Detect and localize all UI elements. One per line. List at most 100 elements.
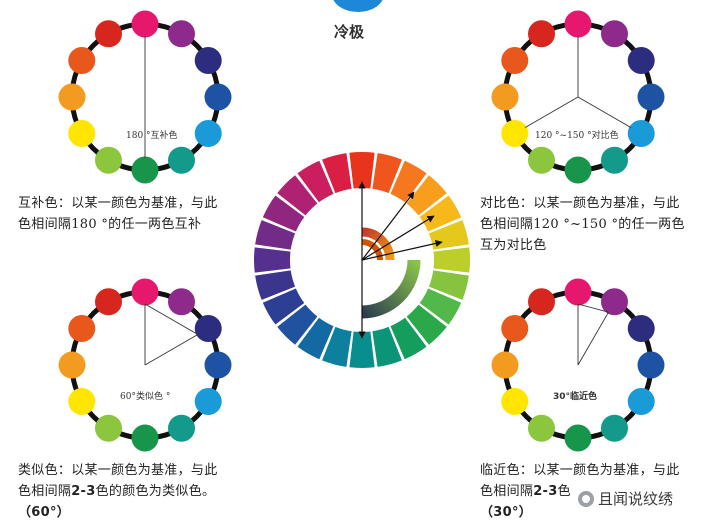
color-dot: [627, 388, 655, 415]
color-dot: [131, 156, 159, 184]
angle-line: [524, 96, 579, 128]
color-dot: [194, 120, 222, 147]
wechat-icon: [578, 490, 594, 507]
color-dot: [131, 424, 159, 452]
adjacent-wheel: [491, 278, 665, 452]
chord-line: [577, 303, 609, 313]
color-segment: [262, 288, 305, 325]
color-dot: [637, 83, 665, 111]
color-dot: [627, 120, 655, 147]
warm-arc: [361, 227, 395, 261]
caption-line: 色相间隔2-3色的颜色为类似色。: [18, 481, 218, 502]
caption-number: 2-3: [533, 484, 558, 499]
color-dot: [627, 47, 655, 74]
color-dot: [528, 146, 555, 174]
complementary-wheel: [58, 10, 232, 184]
adjacent-caption: 临近色：以某一颜色为基准，与此 色相间隔2-3色 （30°）: [480, 460, 680, 523]
angle-line: [144, 334, 199, 366]
header-tab: [333, 0, 383, 12]
caption-line: 色相间隔2-3色: [480, 481, 680, 502]
color-dot: [601, 288, 628, 316]
color-dot: [627, 315, 655, 342]
color-dot: [501, 315, 529, 342]
color-dot: [168, 146, 195, 174]
color-dot: [601, 414, 628, 442]
caption-line: 色相间隔120 °~150 °的任一两色: [480, 217, 685, 232]
color-dot: [68, 388, 96, 415]
color-dot: [95, 146, 122, 174]
color-dot: [68, 47, 96, 74]
color-dot: [528, 414, 555, 442]
color-dot: [601, 146, 628, 174]
color-segment: [390, 317, 427, 360]
color-dot: [564, 278, 592, 306]
color-dot: [564, 156, 592, 184]
color-segment: [419, 195, 462, 232]
color-segment: [406, 304, 447, 345]
arrow: [361, 239, 443, 261]
color-segment: [349, 331, 375, 368]
color-dot: [564, 10, 592, 38]
color-dot: [637, 351, 665, 379]
color-dot: [68, 120, 96, 147]
warm-arc-inner: [361, 239, 383, 261]
color-dot: [131, 278, 159, 306]
contrast-caption: 对比色：以某一颜色为基准，与此 色相间隔120 °~150 °的任一两色 互为对…: [480, 193, 685, 256]
color-dot: [95, 414, 122, 442]
center-color-wheel: [253, 151, 471, 368]
chord-line: [144, 303, 199, 335]
color-segment: [372, 153, 402, 194]
color-dot: [528, 288, 555, 316]
color-segment: [255, 270, 296, 300]
color-dot: [168, 20, 195, 48]
color-dot: [601, 20, 628, 48]
color-dot: [491, 351, 519, 379]
analogous-caption: 类似色：以某一颜色为基准，与此 色相间隔2-3色的颜色为类似色。 （60°）: [18, 460, 218, 523]
watermark: 且闻说纹绣: [578, 488, 673, 509]
color-segment: [428, 270, 469, 300]
caption-line: 对比色：以某一颜色为基准，与此: [480, 196, 680, 211]
contrast-wheel: [491, 10, 665, 184]
angle-line: [577, 311, 609, 366]
caption-text: 色相间隔: [18, 484, 72, 499]
color-dot: [95, 288, 122, 316]
color-dot: [491, 83, 519, 111]
color-dot: [131, 10, 159, 38]
color-dot: [95, 20, 122, 48]
color-segment: [255, 220, 296, 250]
cool-arc: [361, 259, 421, 319]
color-dot: [564, 424, 592, 452]
color-dot: [194, 388, 222, 415]
page-title: 冷极: [334, 23, 365, 41]
contrast-angle-label: 120 °~150 °对比色: [535, 131, 619, 141]
caption-line: 色相间隔180 °的任一两色互补: [18, 217, 202, 232]
color-segment: [262, 195, 305, 232]
color-dot: [194, 315, 222, 342]
color-dot: [501, 47, 529, 74]
analogous-angle-label: 60°类似色 °: [120, 392, 171, 402]
caption-text: 色: [557, 484, 571, 499]
color-segment: [322, 153, 352, 194]
complementary-caption: 互补色：以某一颜色为基准，与此 色相间隔180 °的任一两色互补: [18, 193, 218, 235]
caption-line: 互补色：以某一颜色为基准，与此: [18, 196, 218, 211]
color-dot: [528, 20, 555, 48]
caption-number: 2-3: [71, 484, 96, 499]
caption-line: （30°）: [480, 505, 533, 520]
analogous-wheel: [58, 278, 232, 452]
color-segment: [406, 175, 447, 216]
color-dot: [194, 47, 222, 74]
caption-text: 色相间隔: [480, 484, 534, 499]
color-segment: [433, 247, 471, 273]
color-dot: [204, 83, 232, 111]
color-segment: [297, 317, 334, 360]
color-segment: [277, 304, 318, 345]
caption-line: 互为对比色: [480, 238, 547, 253]
watermark-text: 且闻说纹绣: [598, 490, 674, 508]
color-segment: [277, 175, 318, 216]
color-segment: [390, 160, 427, 203]
color-segment: [372, 326, 402, 367]
color-segment: [349, 151, 375, 189]
caption-line: 类似色：以某一颜色为基准，与此: [18, 463, 218, 478]
color-dot: [68, 315, 96, 342]
